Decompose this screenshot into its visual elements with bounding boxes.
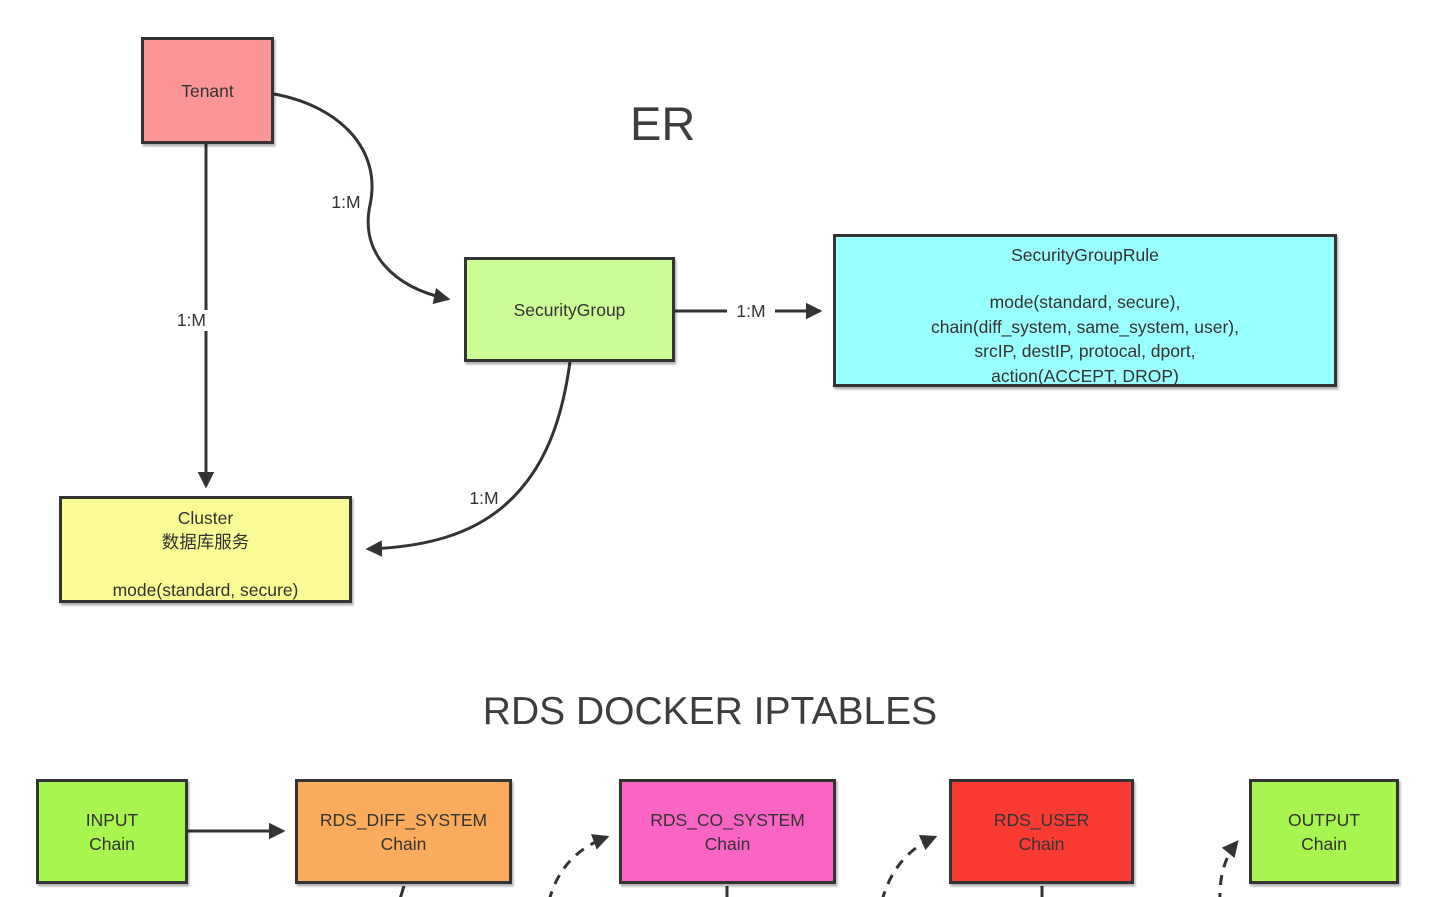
node-input-chain: INPUT Chain (36, 779, 188, 884)
output-chain-word: Chain (1301, 833, 1347, 854)
diff-chain-word: Chain (380, 833, 427, 854)
rule-line-ip: srcIP, destIP, protocal, dport, (974, 341, 1196, 361)
node-security-group-rule: SecurityGroupRule mode(standard, secure)… (833, 234, 1337, 387)
edge-security-group-to-cluster (365, 361, 572, 557)
edge-label-security-group-cluster: 1:M (469, 488, 499, 508)
security-group-label: SecurityGroup (513, 299, 626, 320)
edge-tenant-to-security-group (273, 92, 451, 305)
user-chain-name: RDS_USER (993, 809, 1090, 830)
input-chain-word: Chain (89, 833, 135, 854)
co-chain-name: RDS_CO_SYSTEM (650, 809, 805, 830)
output-chain-name: OUTPUT (1288, 809, 1360, 830)
cluster-subtitle: 数据库服务 (161, 532, 250, 552)
edge-dashed-to-user (881, 835, 938, 897)
rule-line-action: action(ACCEPT, DROP) (991, 365, 1179, 386)
tenant-label: Tenant (181, 80, 234, 101)
co-chain-word: Chain (704, 833, 751, 854)
security-group-rule-title: SecurityGroupRule (1011, 245, 1159, 265)
stub-diff-down (399, 885, 406, 897)
user-chain-word: Chain (1018, 833, 1065, 854)
edge-dashed-to-co (548, 834, 610, 897)
node-output-chain: OUTPUT Chain (1249, 779, 1399, 884)
cluster-title: Cluster (177, 508, 234, 528)
edge-label-tenant-security-group: 1:M (331, 192, 361, 212)
diff-chain-name: RDS_DIFF_SYSTEM (319, 809, 488, 830)
er-title: ER (630, 97, 696, 150)
node-security-group: SecurityGroup (464, 257, 675, 362)
edge-dashed-to-output (1218, 840, 1239, 897)
edge-label-tenant-cluster: 1:M (168, 310, 208, 331)
rule-line-mode: mode(standard, secure), (989, 292, 1181, 312)
node-rds-diff-system-chain: RDS_DIFF_SYSTEM Chain (295, 779, 512, 884)
cluster-mode-line: mode(standard, secure) (112, 580, 299, 600)
node-tenant: Tenant (141, 37, 274, 144)
rule-line-chain: chain(diff_system, same_system, user), (931, 316, 1239, 337)
security-group-rule-attributes: mode(standard, secure), chain(diff_syste… (931, 290, 1239, 388)
edge-label-security-group-rule: 1:M (727, 301, 775, 322)
input-chain-name: INPUT (85, 809, 139, 830)
node-rds-user-chain: RDS_USER Chain (949, 779, 1134, 884)
node-rds-co-system-chain: RDS_CO_SYSTEM Chain (619, 779, 836, 884)
iptables-title: RDS DOCKER IPTABLES (482, 690, 938, 733)
node-cluster: Cluster 数据库服务 mode(standard, secure) (59, 496, 352, 603)
